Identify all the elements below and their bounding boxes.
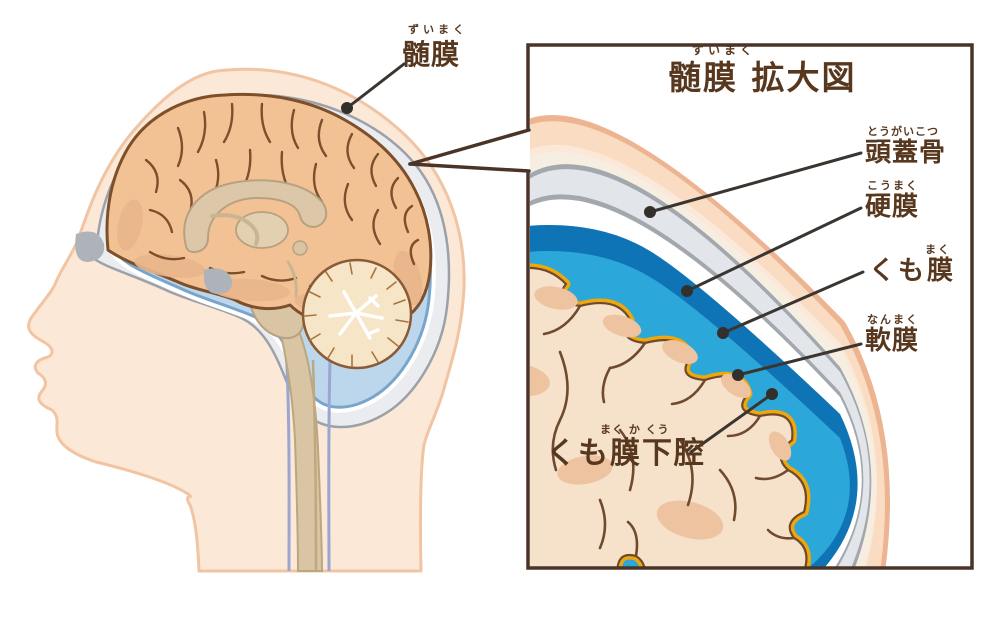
head-label-meninges: 髄膜 xyxy=(402,38,461,71)
pineal xyxy=(292,240,308,256)
dura-label-furigana: こうまく xyxy=(867,179,919,192)
arachnoid-label: くも膜 xyxy=(869,256,957,286)
sphenoid-sinus xyxy=(203,268,233,294)
fornix xyxy=(210,213,260,246)
aqueduct xyxy=(286,260,298,298)
panel-title: 髄膜 拡大図 xyxy=(668,58,857,97)
dura-label: 硬膜 xyxy=(865,192,920,222)
panel-brain xyxy=(530,266,808,567)
cerebellum xyxy=(301,258,413,370)
dot-skull xyxy=(644,206,656,218)
panel-brain-shading xyxy=(530,286,792,540)
spinal-cord-stripe xyxy=(311,359,318,572)
spinal-csf-right xyxy=(327,359,332,572)
skull-label-furigana: とうがいこつ xyxy=(867,125,939,138)
magnified-panel xyxy=(526,43,974,570)
leader-lines xyxy=(345,62,865,454)
subarachnoid-label: くも膜下腔 xyxy=(546,436,706,471)
corpus-callosum xyxy=(183,179,328,254)
pia-label-furigana: なんまく xyxy=(867,313,919,326)
dot-dura xyxy=(681,285,693,297)
subarachnoid-label-furigana: まく か くう xyxy=(600,423,670,436)
dot-meninges xyxy=(341,102,353,114)
leader-dots xyxy=(341,102,778,400)
dot-pia xyxy=(732,369,744,381)
panel-title-furigana: ずいまく xyxy=(692,43,757,57)
magnifier-wedge xyxy=(408,128,531,173)
pia-label: 軟膜 xyxy=(865,326,920,356)
dot-subarachnoid xyxy=(766,388,778,400)
head-illustration xyxy=(27,67,466,573)
dot-arachnoid xyxy=(717,327,729,339)
head-label-furigana: ずいまく xyxy=(408,23,468,36)
arachnoid-label-furigana: まく xyxy=(925,243,951,256)
frontal-sinus xyxy=(75,231,105,262)
panel-sulci xyxy=(542,304,796,558)
panel-border xyxy=(526,43,974,570)
thalamus xyxy=(235,211,289,249)
skull-label: 頭蓋骨 xyxy=(865,138,947,168)
